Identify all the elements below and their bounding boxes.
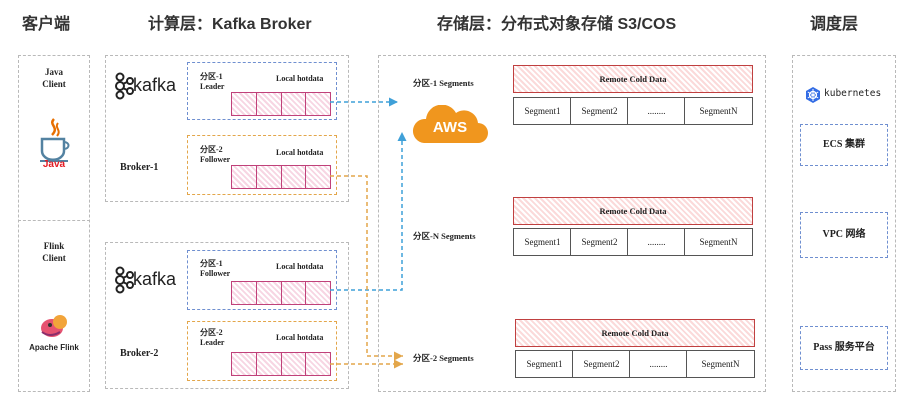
broker2-partition1-role: 分区-1 Follower [200,259,231,278]
storage-panel [378,55,766,392]
segment-cell: ........ [629,350,688,378]
follower-arrow-partition2 [330,175,403,361]
client-divider [18,220,90,221]
segments-row-1: Segment1 Segment2 ........ SegmentN [513,97,753,125]
flink-logo [38,312,70,340]
flink-client-label: Flink Client [42,241,66,263]
pass-label: Pass 服务平台 [813,342,875,353]
segments-group-3-label: 分区-2 Segments [413,353,474,363]
broker1-partition1-label: Local hotdata [276,74,324,83]
broker-2-name: Broker-2 [120,348,159,359]
java-client-label: Java Client [42,67,66,89]
segment-cell: Segment2 [570,97,629,125]
java-logo: Java [36,115,72,175]
segment-cell: ........ [627,97,686,125]
segment-cell: Segment2 [570,228,629,256]
broker2-partition1-label: Local hotdata [276,262,324,271]
kafka-logo-1: kafka [112,72,176,100]
broker1-partition2-hotdata [231,165,331,189]
broker1-partition2-label: Local hotdata [276,148,324,157]
broker2-partition2-role: 分区-2 Leader [200,328,225,347]
header-schedule: 调度层 [810,16,859,33]
kubernetes-logo: kubernetes [805,86,891,104]
aws-logo: AWS [410,104,490,147]
kubernetes-helm-icon [806,87,820,103]
segment-cell: SegmentN [686,350,755,378]
header-storage: 存储层：分布式对象存储 S3/COS [437,16,677,33]
kafka-icon [115,266,134,294]
segment-cell: Segment1 [513,97,572,125]
broker1-partition2-box [187,135,337,195]
segment-cell: SegmentN [684,97,753,125]
aws-cloud-icon [412,104,488,143]
header-client: 客户端 [22,16,71,33]
segment-cell: Segment2 [572,350,631,378]
broker2-partition2-hotdata [231,352,331,376]
broker-1-name: Broker-1 [120,162,159,173]
java-cup-icon [40,118,70,162]
segment-cell: Segment1 [515,350,574,378]
broker1-partition1-hotdata [231,92,331,116]
kafka-logo-text-2: kafka [133,269,177,289]
remote-cold-data-3: Remote Cold Data [515,319,755,347]
flink-squirrel-icon [41,315,67,337]
header-compute: 计算层：Kafka Broker [148,16,312,33]
broker-1-panel [105,55,349,202]
ecs-box: ECS 集群 [800,124,888,166]
remote-cold-data-1: Remote Cold Data [513,65,753,93]
broker2-partition2-label: Local hotdata [276,333,324,342]
broker2-partition1-hotdata [231,281,331,305]
segment-cell: SegmentN [684,228,753,256]
broker2-partition1-box [187,250,337,310]
segments-group-1-label: 分区-1 Segments [413,78,474,88]
segment-cell: ........ [627,228,686,256]
aws-logo-text: AWS [432,119,468,136]
pass-box: Pass 服务平台 [800,326,888,370]
segments-row-3: Segment1 Segment2 ........ SegmentN [515,350,755,378]
kafka-icon [115,72,134,100]
client-panel [18,55,90,392]
kafka-logo-text-1: kafka [133,75,177,95]
segments-row-2: Segment1 Segment2 ........ SegmentN [513,228,753,256]
broker-2-panel [105,242,349,389]
ecs-label: ECS 集群 [823,139,865,150]
kafka-logo-2: kafka [112,266,176,294]
broker1-partition1-box [187,62,337,120]
segment-cell: Segment1 [513,228,572,256]
remote-cold-data-2: Remote Cold Data [513,197,753,225]
follower-arrow-partition1 [330,132,407,291]
broker1-partition2-role: 分区-2 Follower [200,145,231,164]
broker2-partition2-box [187,321,337,381]
vpc-label: VPC 网络 [822,229,866,240]
vpc-box: VPC 网络 [800,212,888,258]
schedule-panel [792,55,896,392]
flink-logo-text: Apache Flink [29,343,79,352]
broker1-partition1-role: 分区-1 Leader [200,72,225,91]
segments-group-2-label: 分区-N Segments [413,231,476,241]
kubernetes-text: kubernetes [824,88,882,99]
java-logo-text: Java [42,159,66,170]
